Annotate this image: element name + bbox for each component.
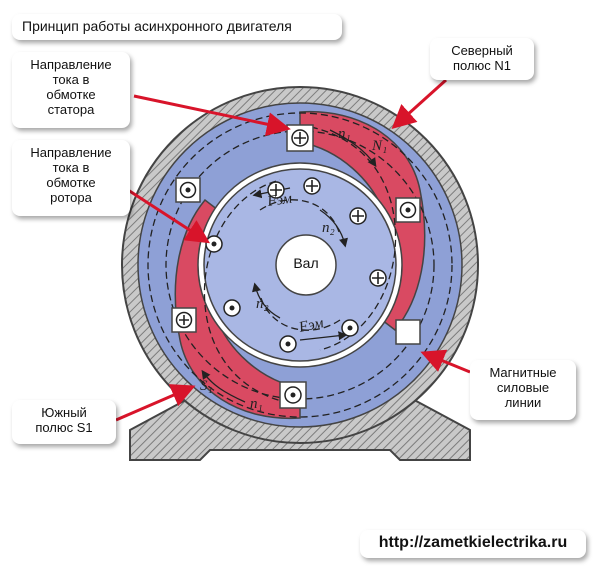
- arrow-north-pole: [391, 78, 448, 130]
- arrow-field-lines: [420, 349, 471, 374]
- rotor-conductors: [205, 177, 387, 353]
- stator-conductor-top: [286, 124, 314, 152]
- rotor-conductor: [369, 269, 387, 287]
- rotor-conductor: [267, 181, 285, 199]
- rotor-conductor: [341, 319, 359, 337]
- source-url: http://zametkielectrika.ru: [360, 530, 586, 558]
- n2-lower: n₂: [256, 296, 269, 312]
- stator-conductor-lower-left: [171, 307, 197, 333]
- callout-rotor-current: Направление тока в обмотке ротора: [12, 140, 130, 216]
- force-upper: Fэм: [265, 191, 293, 210]
- stator-conductor-lower-right: [395, 319, 421, 345]
- rotor-conductor: [205, 235, 223, 253]
- stator-conductors: [171, 124, 421, 409]
- callout-field-lines: Магнитные силовые линии: [470, 360, 576, 420]
- rotor-conductor: [279, 335, 297, 353]
- page-title: Принцип работы асинхронного двигателя: [12, 14, 342, 40]
- shaft: [275, 234, 337, 296]
- stator-conductor-bottom: [279, 381, 307, 409]
- arrow-stator-current: [133, 94, 291, 137]
- callout-north-pole-text: Северный полюс N1: [451, 43, 513, 73]
- rotor-conductor: [303, 177, 321, 195]
- callout-arrows: [115, 78, 471, 422]
- arrow-south-pole: [115, 384, 196, 422]
- callout-rotor-current-text: Направление тока в обмотке ротора: [30, 145, 112, 205]
- south-mark: S₁: [200, 378, 213, 394]
- callout-field-lines-text: Магнитные силовые линии: [489, 365, 557, 410]
- callout-south-pole-text: Южный полюс S1: [35, 405, 93, 435]
- stator-conductor-left: [175, 177, 201, 203]
- force-lower: Fэм: [297, 315, 326, 336]
- callout-stator-current-text: Направление тока в обмотке статора: [30, 57, 112, 117]
- rotor-conductor: [349, 207, 367, 225]
- callout-south-pole: Южный полюс S1: [12, 400, 116, 444]
- north-mark: N₁: [371, 138, 387, 154]
- arrow-rotor-current: [127, 188, 211, 244]
- n1-lower: n₁: [250, 396, 263, 412]
- n2-upper: n₂: [322, 220, 335, 236]
- callout-north-pole: Северный полюс N1: [430, 38, 534, 80]
- rotor-conductor: [223, 299, 241, 317]
- callout-stator-current: Направление тока в обмотке статора: [12, 52, 130, 128]
- n1-upper: n₁: [338, 126, 351, 142]
- stator-conductor-right: [395, 197, 421, 223]
- shaft-label: Вал: [293, 255, 319, 271]
